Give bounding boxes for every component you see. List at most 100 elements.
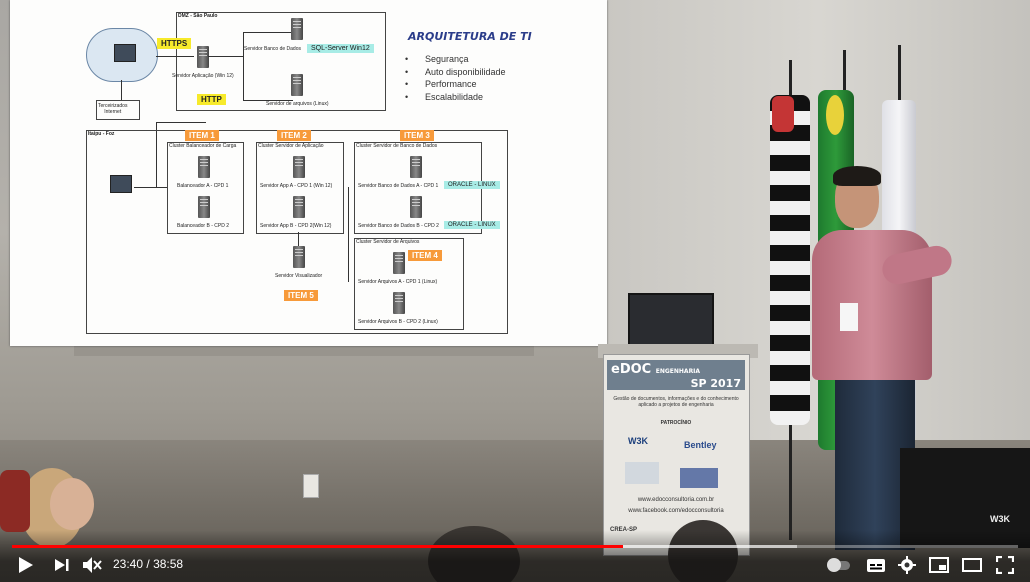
speaker-badge — [840, 303, 858, 331]
cluster-balanceador-label: Cluster Balanceador de Carga — [169, 143, 237, 149]
connector — [243, 100, 293, 101]
banco-a-icon — [410, 156, 422, 178]
bullet-item: Auto disponibilidade — [405, 66, 506, 79]
app-server-icon — [197, 46, 209, 68]
miniplayer-button[interactable] — [928, 555, 950, 575]
item3-label: ITEM 3 — [400, 130, 434, 141]
bullet-item: Performance — [405, 78, 506, 91]
autoplay-track — [827, 557, 850, 572]
audience-face — [50, 478, 94, 530]
settings-button[interactable] — [896, 555, 918, 575]
podium-event: SP 2017 — [690, 377, 741, 390]
arquivos-b-icon — [393, 292, 405, 314]
cluster-arquivos-box — [354, 238, 464, 330]
connector — [243, 32, 293, 33]
time-total: 38:58 — [153, 557, 184, 571]
podium-description: Gestão de documentos, informações e do c… — [613, 396, 739, 408]
item5-label: ITEM 5 — [284, 290, 318, 301]
player-controls-gradient — [0, 530, 1030, 582]
sponsor-w3k: W3K — [628, 436, 648, 446]
speaker-hair — [833, 166, 881, 186]
banco-b-label: Servidor Banco de Dados B - CPD 2 — [358, 223, 439, 229]
subtitles-icon — [867, 558, 885, 572]
podium-site2: www.facebook.com/edocconsultoria — [628, 508, 724, 514]
sponsor-logo — [625, 462, 659, 484]
connector — [243, 32, 244, 100]
pause-knob-icon — [827, 557, 841, 572]
balanceador-a-icon — [198, 156, 210, 178]
balanceador-a-label: Balanceador A - CPD 1 — [177, 183, 229, 189]
item1-label: ITEM 1 — [185, 130, 219, 141]
connector — [121, 80, 122, 100]
bullet-item: Escalabilidade — [405, 91, 506, 104]
connector — [208, 56, 244, 57]
played-bar — [12, 545, 624, 548]
balanceador-b-icon — [198, 196, 210, 218]
cluster-aplicacao-box — [256, 142, 344, 234]
play-icon — [19, 557, 33, 573]
podium-brand: eDOC — [611, 362, 652, 377]
podium-banner: eDOC ENGENHARIA SP 2017 — [607, 360, 745, 390]
app-a-icon — [293, 156, 305, 178]
theater-icon — [962, 558, 982, 572]
itaipu-title: Itaipu - Foz — [88, 131, 115, 137]
mute-icon — [83, 557, 102, 573]
banco-a-label: Servidor Banco de Dados A - CPD 1 — [358, 183, 439, 189]
sponsor-bentley: Bentley — [684, 440, 717, 450]
balanceador-b-label: Balanceador B - CPD 2 — [177, 223, 229, 229]
dmz-box — [176, 12, 386, 111]
subtitles-button[interactable] — [865, 555, 887, 575]
local-computer-icon — [110, 175, 132, 193]
arquivos-b-label: Servidor Arquivos B - CPD 2 (Linux) — [358, 319, 438, 325]
http-label: HTTP — [197, 94, 226, 105]
time-display: 23:40 / 38:58 — [113, 557, 183, 571]
arquivos-a-label: Servidor Arquivos A - CPD 1 (Linux) — [358, 279, 438, 285]
slide-title: ARQUITETURA DE TI — [408, 30, 532, 43]
db-server-icon — [291, 18, 303, 40]
sql-server-label: SQL-Server Win12 — [307, 44, 374, 53]
file-server-label: Servidor de arquivos (Linux) — [266, 101, 329, 107]
connector — [298, 232, 299, 247]
connector — [156, 122, 206, 123]
sponsor-logo — [680, 468, 718, 488]
settings-gear-icon — [898, 556, 916, 574]
play-button[interactable] — [14, 555, 38, 575]
terceirizados-label: Terceirizados Internet — [98, 103, 128, 115]
connector — [156, 122, 157, 187]
slide-bullets: Segurança Auto disponibilidade Performan… — [405, 53, 506, 104]
connector — [134, 187, 167, 188]
mute-button[interactable] — [80, 555, 104, 575]
channel-watermark[interactable]: W3K — [990, 514, 1010, 524]
theater-button[interactable] — [960, 555, 984, 575]
banco-b-icon — [410, 196, 422, 218]
cluster-banco-label: Cluster Servidor de Banco de Dados — [356, 143, 438, 149]
podium-patrocinio: PATROCÍNIO — [660, 420, 692, 426]
app-b-label: Servidor App B - CPD 2(Win 12) — [260, 223, 332, 229]
autoplay-toggle[interactable] — [826, 555, 852, 575]
progress-bar[interactable] — [12, 545, 1018, 548]
connector — [156, 56, 194, 57]
time-separator: / — [146, 557, 150, 571]
file-server-icon — [291, 74, 303, 96]
next-button[interactable] — [50, 555, 74, 575]
connector — [348, 187, 349, 282]
fullscreen-button[interactable] — [993, 555, 1017, 575]
app-b-icon — [293, 196, 305, 218]
sao-paulo-flag — [770, 95, 810, 425]
flag-emblem — [772, 96, 794, 132]
podium-site1: www.edocconsultoria.com.br — [637, 497, 715, 503]
visualizador-icon — [293, 246, 305, 268]
item4-label: ITEM 4 — [408, 250, 442, 261]
cluster-balanceador-box — [167, 142, 244, 234]
fire-extinguisher — [0, 470, 30, 532]
https-label: HTTPS — [157, 38, 192, 49]
laptop — [628, 293, 714, 347]
app-a-label: Servidor App A - CPD 1 (Win 12) — [260, 183, 333, 189]
wall-outlet — [303, 474, 319, 498]
internet-computer-icon — [114, 44, 136, 62]
oracle-1-label: ORACLE - LINUX — [444, 181, 500, 189]
miniplayer-icon — [929, 557, 949, 573]
fullscreen-icon — [996, 556, 1014, 574]
cluster-aplicacao-label: Cluster Servidor de Aplicação — [258, 143, 324, 149]
